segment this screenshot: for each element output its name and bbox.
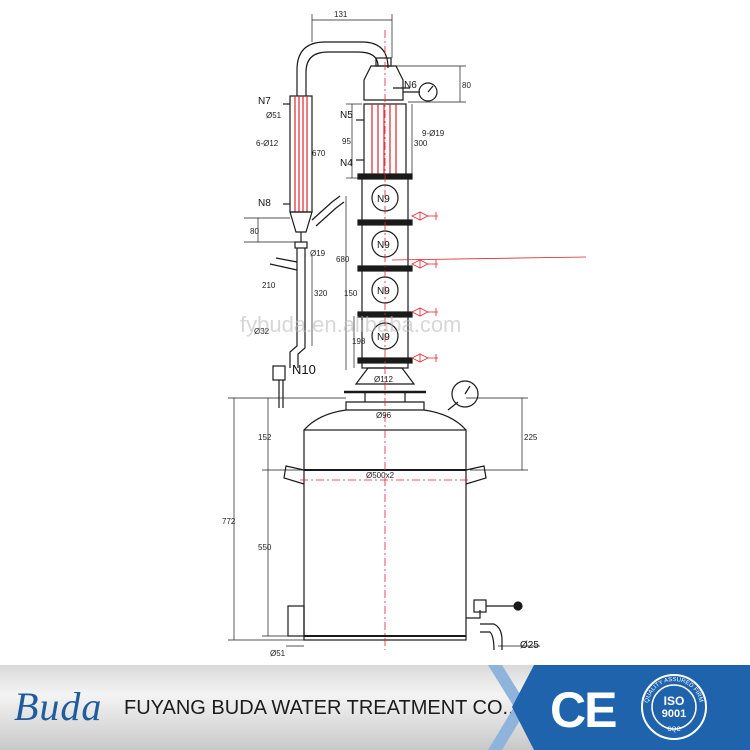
- dim-680: 680: [336, 255, 350, 264]
- dim-152: 152: [258, 433, 272, 442]
- dim-225: 225: [524, 433, 538, 442]
- dim-772: 772: [222, 517, 236, 526]
- dim-phi500: Ø500x2: [366, 471, 395, 480]
- ce-mark-icon: CE: [550, 682, 617, 738]
- label-n9-2: N9: [377, 240, 390, 251]
- dim-320: 320: [314, 289, 328, 298]
- svg-text:9001: 9001: [662, 708, 686, 720]
- label-n8: N8: [258, 198, 271, 209]
- label-n4: N4: [340, 158, 353, 169]
- dim-phi51-top: Ø51: [266, 111, 282, 120]
- dim-80: 80: [250, 227, 259, 236]
- watermark: fybuda.en.alibaba.com: [240, 312, 461, 337]
- dim-150: 150: [344, 289, 358, 298]
- dim-phi51-bottom: Ø51: [270, 649, 286, 658]
- dim-80-top: 80: [462, 81, 471, 90]
- dim-phi25: Ø25: [520, 640, 539, 651]
- dim-670: 670: [312, 149, 326, 158]
- iso-9001-seal-icon: QUALITY ASSURED FIRM ISO 9001 CQC: [641, 674, 707, 740]
- distiller-drawing: N7 N8 N5 N4 N6 N10 N9 N9 N9 N9 131 80 Ø5…: [222, 10, 587, 658]
- dim-95: 95: [342, 137, 351, 146]
- dim-tubes-9: 9-Ø19: [422, 129, 445, 138]
- label-n5: N5: [340, 110, 353, 121]
- dim-550: 550: [258, 543, 272, 552]
- dim-phi112: Ø112: [374, 375, 394, 384]
- svg-text:ISO: ISO: [664, 694, 685, 708]
- label-n7: N7: [258, 96, 271, 107]
- buda-logo: Buda: [14, 684, 103, 729]
- blue-panel: [512, 665, 750, 750]
- dim-198: 198: [352, 337, 366, 346]
- company-name: FUYANG BUDA WATER TREATMENT CO., LTD: [124, 697, 556, 719]
- dim-phi32: Ø32: [254, 327, 270, 336]
- label-n10: N10: [292, 362, 316, 377]
- label-n9-1: N9: [377, 194, 390, 205]
- svg-text:CQC: CQC: [667, 727, 681, 733]
- dim-tubes-6: 6-Ø12: [256, 139, 279, 148]
- footer-banner: Buda FUYANG BUDA WATER TREATMENT CO., LT…: [0, 665, 750, 750]
- dim-131: 131: [334, 10, 348, 19]
- dim-210: 210: [262, 281, 276, 290]
- dim-phi19: Ø19: [310, 249, 326, 258]
- label-n6: N6: [404, 80, 417, 91]
- label-n9-4: N9: [377, 332, 390, 343]
- label-n9-3: N9: [377, 286, 390, 297]
- dim-300: 300: [414, 139, 428, 148]
- dim-phi96: Ø96: [376, 411, 392, 420]
